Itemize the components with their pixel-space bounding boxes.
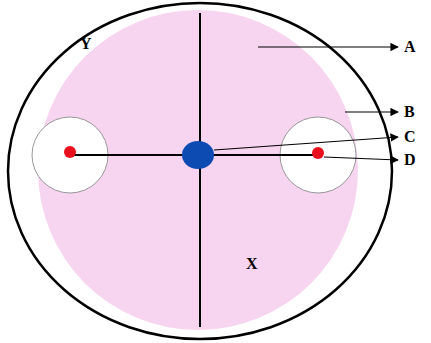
central-nucleus — [182, 141, 214, 169]
leader-line — [214, 137, 398, 150]
callout-letter: A — [404, 39, 416, 55]
right-dot — [312, 147, 324, 159]
callout-letter: D — [404, 152, 416, 168]
callout-letter: B — [404, 104, 415, 120]
outer-wall — [8, 3, 392, 339]
callout-letter: C — [404, 129, 416, 145]
region-letter: Y — [80, 36, 92, 52]
leader-line — [258, 46, 398, 47]
leader-line — [324, 157, 398, 160]
region-letter: X — [246, 256, 258, 272]
leader-line — [345, 111, 398, 112]
vertical-line — [199, 13, 201, 327]
left-dot — [64, 146, 76, 158]
